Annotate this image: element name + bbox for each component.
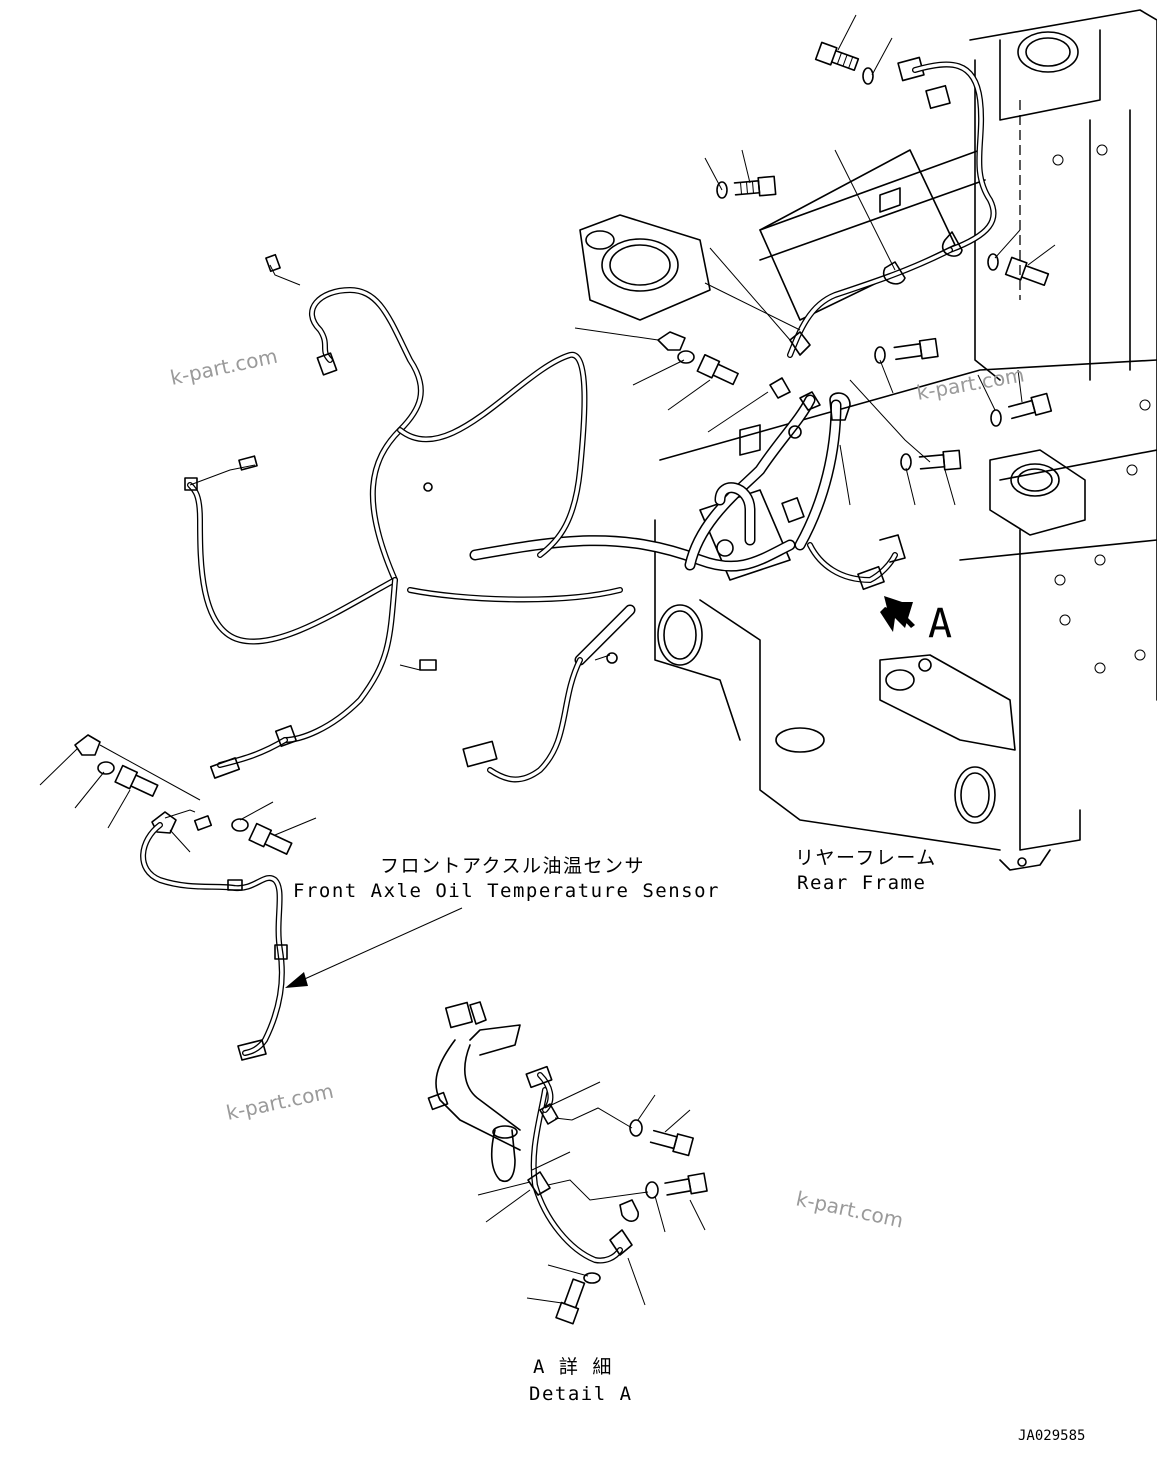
oil-temperature-sensor	[140, 822, 288, 1061]
frame-label-en: Rear Frame	[797, 872, 926, 894]
watermark: k-part.com	[794, 1186, 906, 1232]
fasteners-left	[74, 734, 293, 855]
watermark: k-part.com	[224, 1079, 336, 1125]
leader-lines	[39, 14, 1056, 853]
labels: フロントアクスル油温センサ Front Axle Oil Temperature…	[293, 601, 1085, 1444]
main-wire-harness	[187, 264, 842, 783]
sensor-label-jp: フロントアクスル油温センサ	[380, 855, 645, 877]
detail-a-drawing	[427, 1001, 708, 1325]
rear-frame	[579, 9, 1157, 871]
sensor-pointer-arrow	[285, 907, 463, 988]
watermarks: k-part.com k-part.com k-part.com k-part.…	[168, 344, 1026, 1233]
frame-label-jp: リヤーフレーム	[795, 847, 937, 869]
detail-label-en: Detail A	[529, 1383, 633, 1405]
watermark: k-part.com	[168, 344, 280, 390]
fasteners-main	[657, 41, 1053, 471]
view-arrow-a	[880, 596, 915, 632]
view-marker-a: A	[928, 601, 952, 647]
detail-label-jp: A 詳 細	[533, 1356, 613, 1378]
watermark: k-part.com	[915, 362, 1026, 405]
drawing-number: JA029585	[1018, 1428, 1085, 1444]
sensor-label-en: Front Axle Oil Temperature Sensor	[293, 880, 720, 902]
